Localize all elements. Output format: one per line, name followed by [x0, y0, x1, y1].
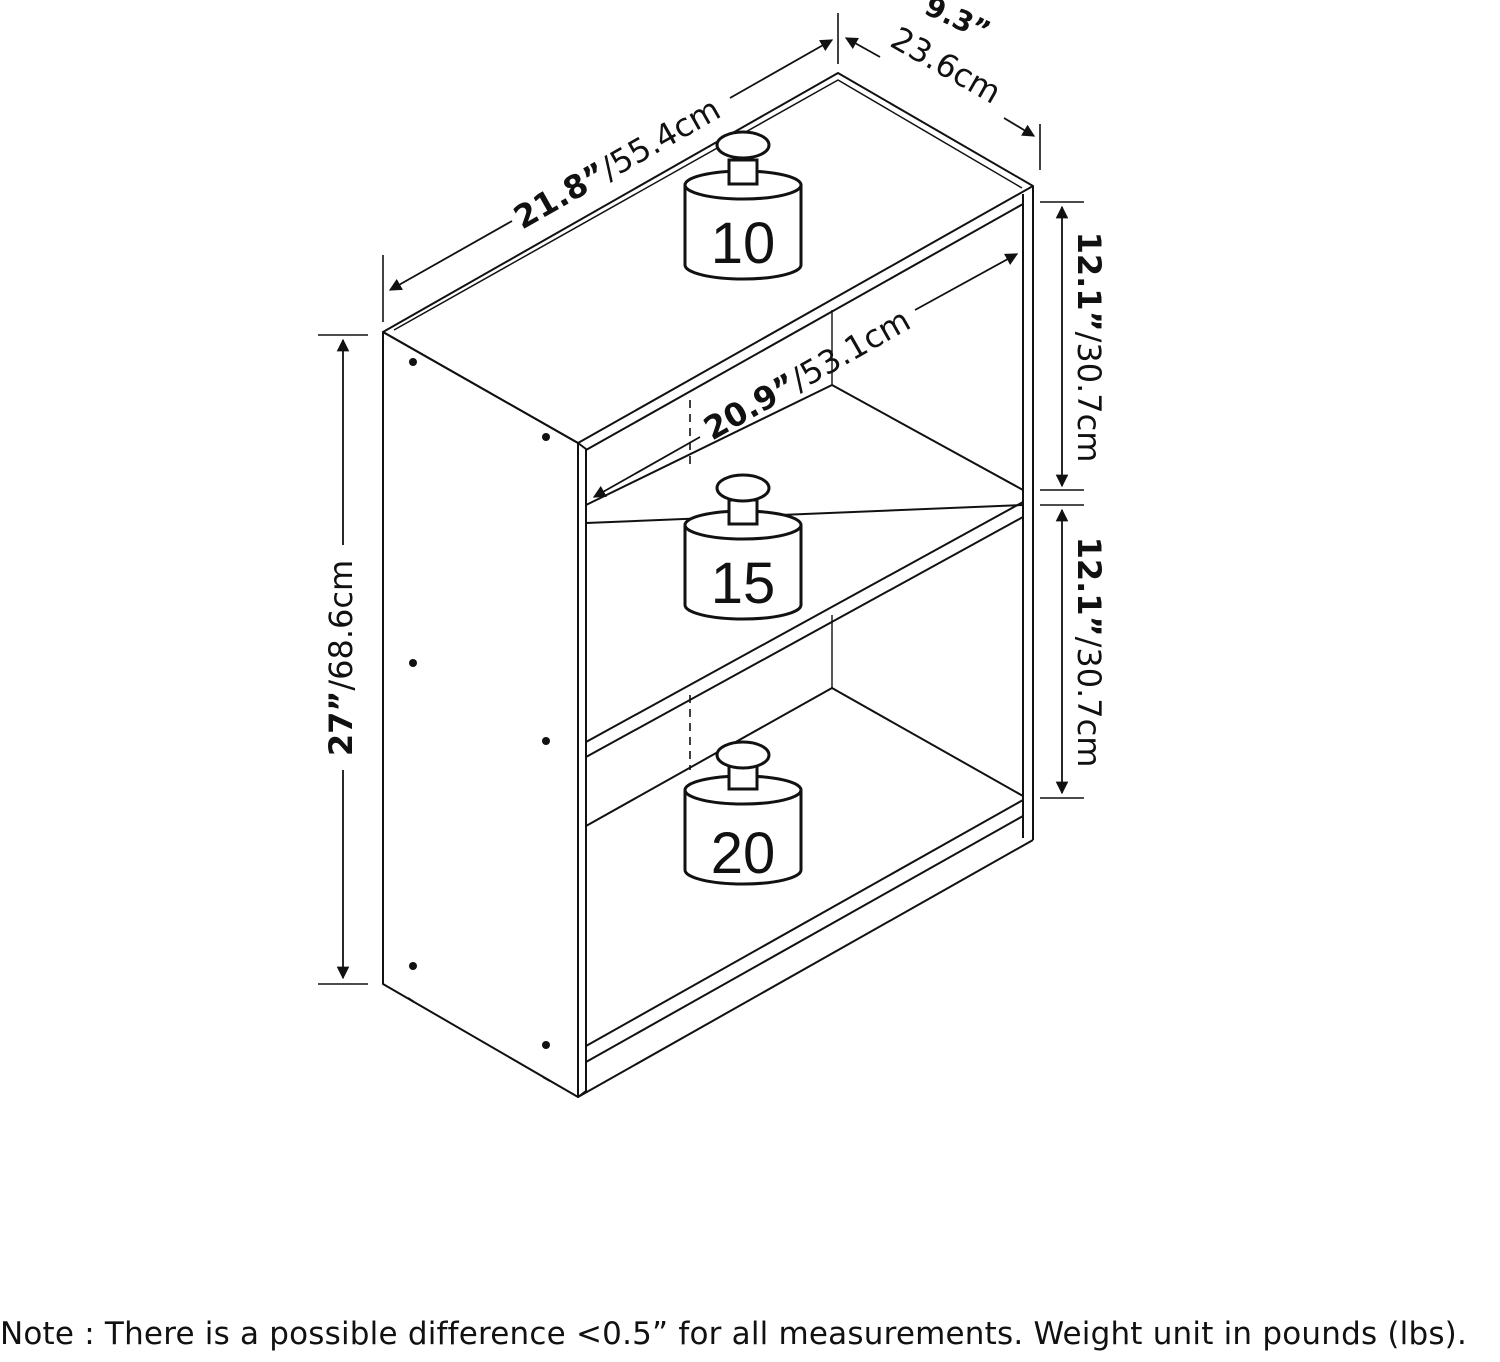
depth-metric-label: 23.6cm: [884, 19, 1007, 111]
height-imperial-label: 27”: [322, 691, 360, 757]
weight-bottom-icon: 20: [683, 740, 803, 886]
weight-middle-label: 15: [711, 551, 776, 616]
weight-bottom-label: 20: [711, 821, 776, 886]
upper-shelf-imperial-label: 12.1”: [1070, 232, 1108, 332]
weight-top-icon: 10: [683, 130, 803, 281]
lower-shelf-metric-label: /30.7cm: [1070, 637, 1108, 768]
height-metric-label: /68.6cm: [322, 560, 360, 691]
svg-text:20.9”/53.1cm: 20.9”/53.1cm: [697, 301, 916, 448]
lower-shelf-dimension: 12.1”/30.7cm: [1040, 504, 1108, 799]
bookcase: [382, 72, 1034, 1098]
depth-dimension: 9.3” 23.6cm: [844, 0, 1041, 170]
middle-shelf: [585, 384, 1024, 506]
svg-text:12.1”/30.7cm: 12.1”/30.7cm: [1070, 232, 1108, 463]
svg-text:27”/68.6cm: 27”/68.6cm: [322, 560, 360, 756]
lower-shelf-imperial-label: 12.1”: [1070, 537, 1108, 637]
bottom-shelf: [585, 687, 1024, 827]
height-dimension: 27”/68.6cm: [318, 334, 368, 985]
inner-width-dimension: 20.9”/53.1cm: [592, 253, 1019, 498]
svg-text:12.1”/30.7cm: 12.1”/30.7cm: [1070, 537, 1108, 768]
lower-shelf: [585, 501, 1024, 743]
upper-shelf-dimension: 12.1”/30.7cm: [1040, 201, 1108, 491]
weight-top-label: 10: [711, 211, 776, 276]
weight-middle-icon: 15: [683, 473, 803, 621]
bookcase-side-panel: [382, 331, 579, 1098]
upper-shelf-metric-label: /30.7cm: [1070, 332, 1108, 463]
measurement-note: Note : There is a possible difference <0…: [0, 1316, 1468, 1352]
width-imperial-label: 21.8”: [507, 154, 613, 236]
bookcase-front-edge: [577, 442, 587, 1098]
screw-holes: [409, 358, 550, 1049]
